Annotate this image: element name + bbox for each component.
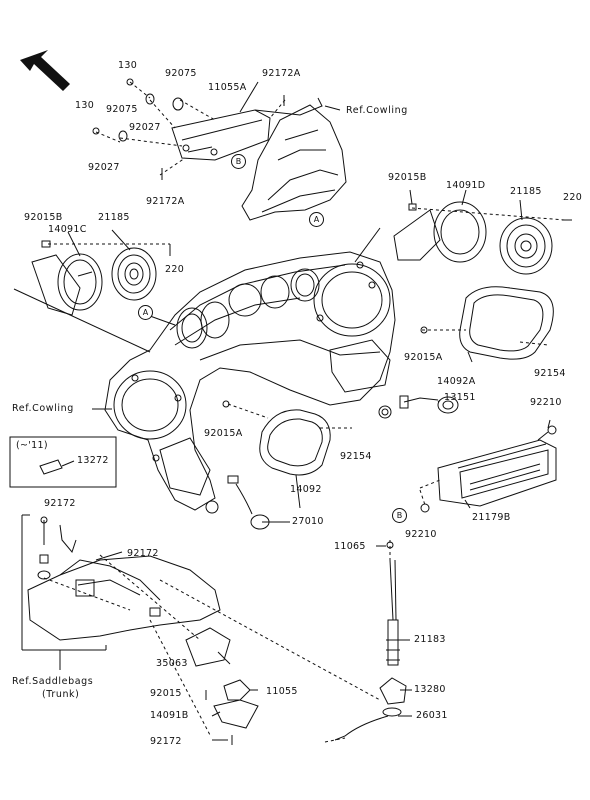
cowling-upper-piece: [241, 104, 347, 221]
part-label-14092: 14092: [290, 484, 322, 495]
part-label-92027-b: 92027: [88, 162, 120, 173]
ref-cowling-left: Ref.Cowling: [12, 403, 74, 414]
part-label-11065: 11065: [334, 541, 366, 552]
part-label-13280: 13280: [414, 684, 446, 695]
saddlebag-ref-bracket: [21, 514, 107, 670]
part-label-92015B-a: 92015B: [388, 172, 427, 183]
part-label-92015A-b: 92015A: [204, 428, 243, 439]
part-label-92210-a: 92210: [530, 397, 562, 408]
part-label-27010: 27010: [292, 516, 324, 527]
part-label-220-b: 220: [165, 264, 185, 275]
part-label-92210-b: 92210: [405, 529, 437, 540]
part-label-220-a: 220: [563, 192, 583, 203]
ref-saddlebags-line1: Ref.Saddlebags: [12, 676, 94, 687]
left-speaker-assembly: [31, 240, 171, 316]
part-label-92154-b: 92154: [340, 451, 372, 462]
part-label-13272: 13272: [77, 455, 109, 466]
upper-mount-bracket: [171, 97, 323, 161]
callout-b-top: B: [231, 154, 246, 169]
part-label-92154-a: 92154: [534, 368, 566, 379]
right-speaker-assembly: [393, 201, 572, 275]
part-label-92172-a: 92172: [44, 498, 76, 509]
hardware-top: [92, 78, 285, 180]
callout-a-top: A: [309, 212, 324, 227]
label-leaders: [67, 81, 551, 741]
part-label-130-a: 130: [118, 60, 138, 71]
hardware-lower-left: [37, 516, 381, 736]
box-note: (~'11): [16, 440, 48, 451]
part-label-21183: 21183: [414, 634, 446, 645]
part-label-92172A-a: 92172A: [262, 68, 301, 79]
part-label-92172-b: 92172: [127, 548, 159, 559]
direction-arrow: [20, 50, 70, 91]
bracket-box-13272: [9, 436, 117, 488]
trunk-assembly: [27, 555, 259, 745]
part-label-92015: 92015: [150, 688, 182, 699]
part-label-11055: 11055: [266, 686, 298, 697]
part-label-14091B: 14091B: [150, 710, 189, 721]
audio-unit: [419, 425, 557, 513]
reference-lines: [13, 227, 381, 410]
part-label-21179B: 21179B: [472, 512, 511, 523]
part-label-13151: 13151: [444, 392, 476, 403]
part-label-130-b: 130: [75, 100, 95, 111]
part-label-92015B-b: 92015B: [24, 212, 63, 223]
part-label-14091D: 14091D: [446, 180, 486, 191]
speaker-grill-left: [222, 400, 352, 476]
power-outlet: [399, 395, 459, 414]
part-label-14091C: 14091C: [48, 224, 87, 235]
callout-b-right: B: [392, 508, 407, 523]
part-label-92075-b: 92075: [106, 104, 138, 115]
speaker-grill-right: [420, 286, 554, 360]
part-label-92172A-b: 92172A: [146, 196, 185, 207]
part-label-92027-a: 92027: [129, 122, 161, 133]
inner-fairing: [104, 251, 396, 514]
ref-cowling-top: Ref.Cowling: [346, 105, 408, 116]
connector-27010: [227, 475, 270, 530]
part-label-35063: 35063: [156, 658, 188, 669]
ref-saddlebags-line2: (Trunk): [42, 689, 80, 700]
part-label-26031: 26031: [416, 710, 448, 721]
part-label-92015A-a: 92015A: [404, 352, 443, 363]
callout-a-left: A: [138, 305, 153, 320]
leader-lines-top: [95, 81, 286, 176]
part-label-92075-a: 92075: [165, 68, 197, 79]
part-label-92172-c: 92172: [150, 736, 182, 747]
part-label-21185-a: 21185: [510, 186, 542, 197]
antenna-assembly: [324, 540, 407, 743]
part-label-14092A: 14092A: [437, 376, 476, 387]
part-label-11055A: 11055A: [208, 82, 247, 93]
part-label-21185-b: 21185: [98, 212, 130, 223]
